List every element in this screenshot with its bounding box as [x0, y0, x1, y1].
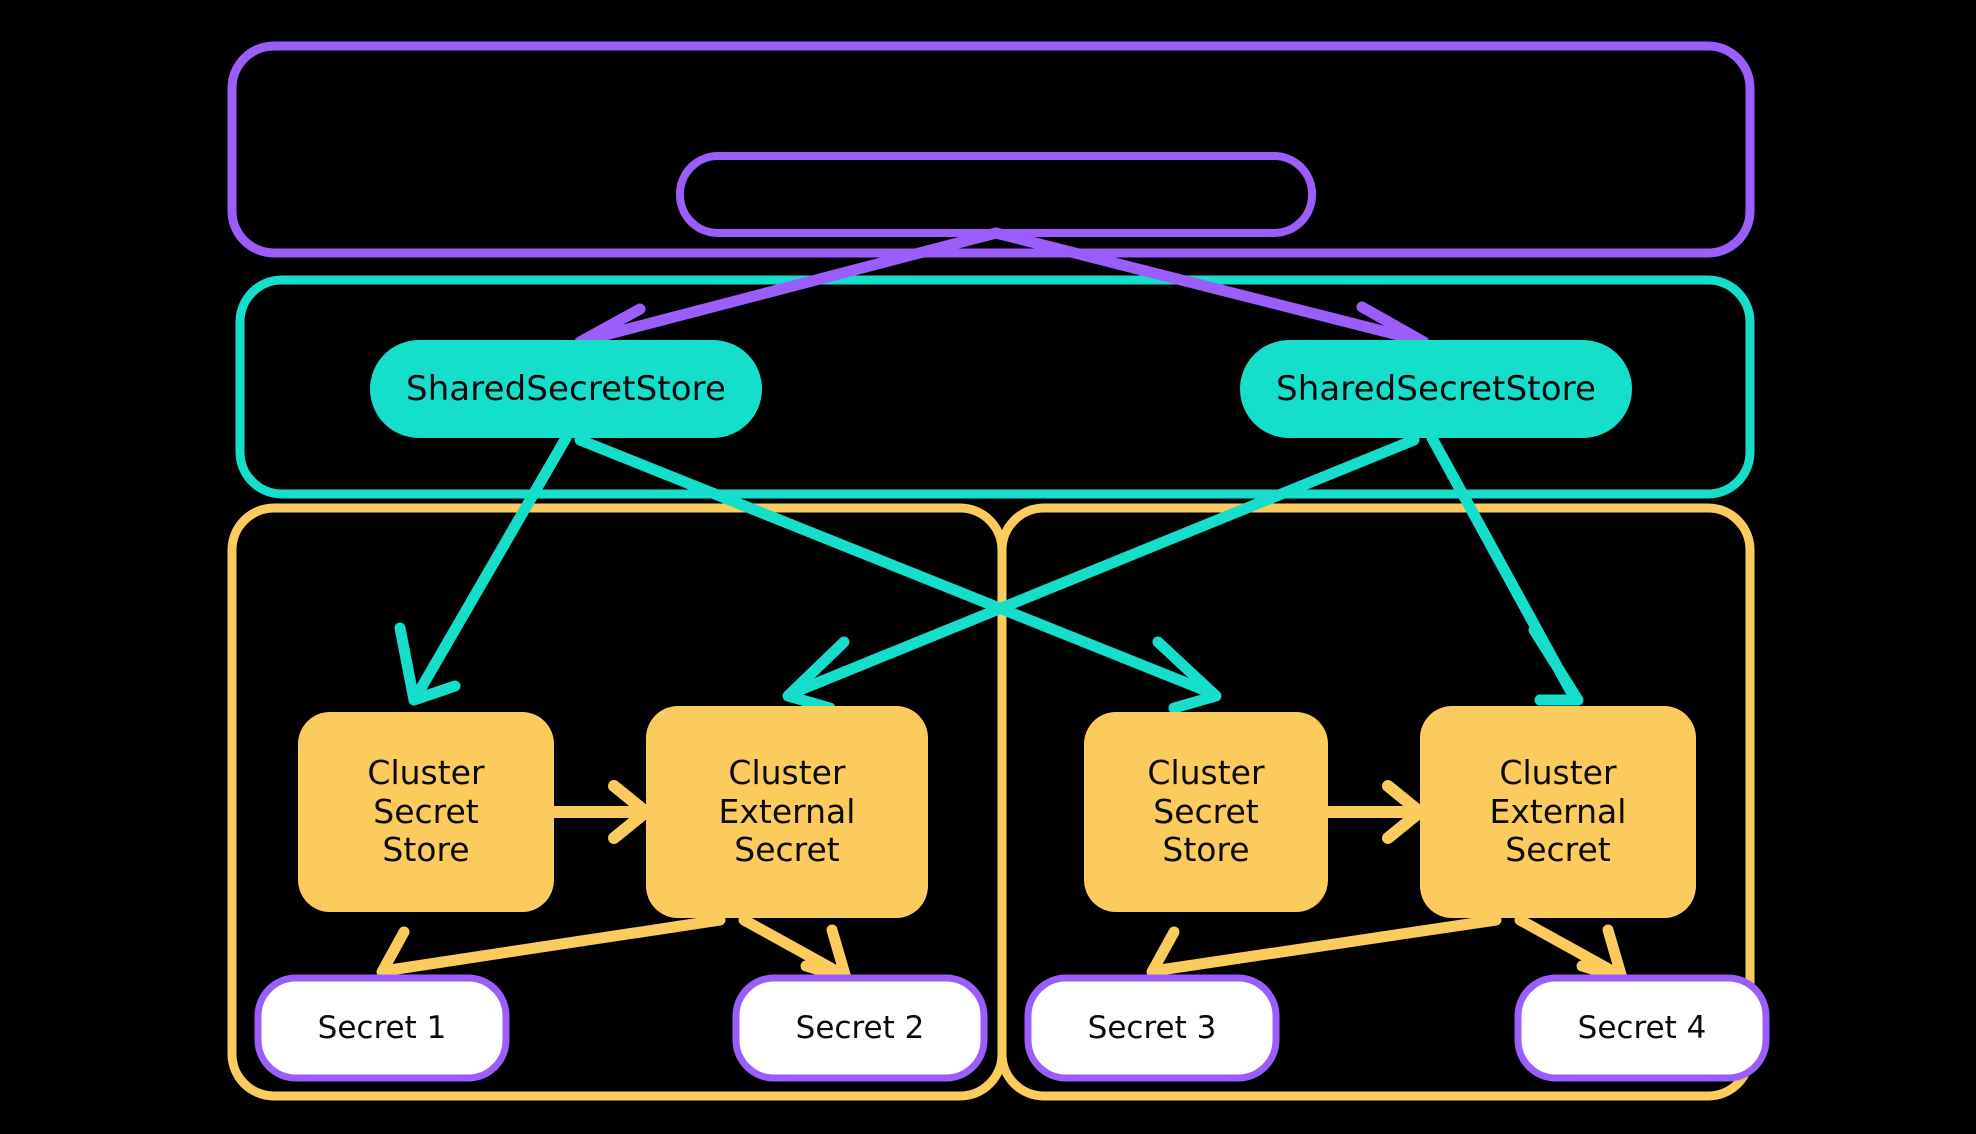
shared-secret-store-left[interactable] [370, 340, 762, 438]
cluster-secret-store-right[interactable] [1084, 712, 1328, 912]
edge-css-left-to-ces-left [548, 780, 652, 844]
outer-purple-container [227, 41, 1755, 258]
cluster-secret-store-left[interactable] [298, 712, 554, 912]
cluster-external-secret-right[interactable] [1420, 706, 1696, 918]
nodes-layer [254, 340, 1770, 1082]
orange-container-right [997, 503, 1755, 1101]
edge-ces-right-to-secret-4 [1514, 914, 1628, 984]
cluster-external-secret-left[interactable] [646, 706, 928, 918]
shared-secret-store-right[interactable] [1240, 340, 1632, 438]
edge-ces-left-to-secret-2 [738, 914, 852, 984]
edge-shared-right-to-cluster-external-secret-left [782, 434, 1420, 714]
edge-shared-right-to-cluster-external-secret-right [1426, 432, 1584, 706]
controller-node[interactable] [676, 152, 1316, 237]
edge-css-right-to-ces-right [1322, 780, 1426, 844]
edge-shared-left-to-cluster-secret-store-left [394, 432, 572, 706]
secret-4-node[interactable] [1514, 974, 1770, 1082]
secret-3-node[interactable] [1024, 974, 1280, 1082]
edges-layer [376, 227, 1628, 1002]
edge-shared-left-to-cluster-secret-store-right [574, 434, 1222, 714]
secret-1-node[interactable] [254, 974, 510, 1082]
secret-2-node[interactable] [732, 974, 988, 1082]
teal-container [235, 275, 1755, 499]
